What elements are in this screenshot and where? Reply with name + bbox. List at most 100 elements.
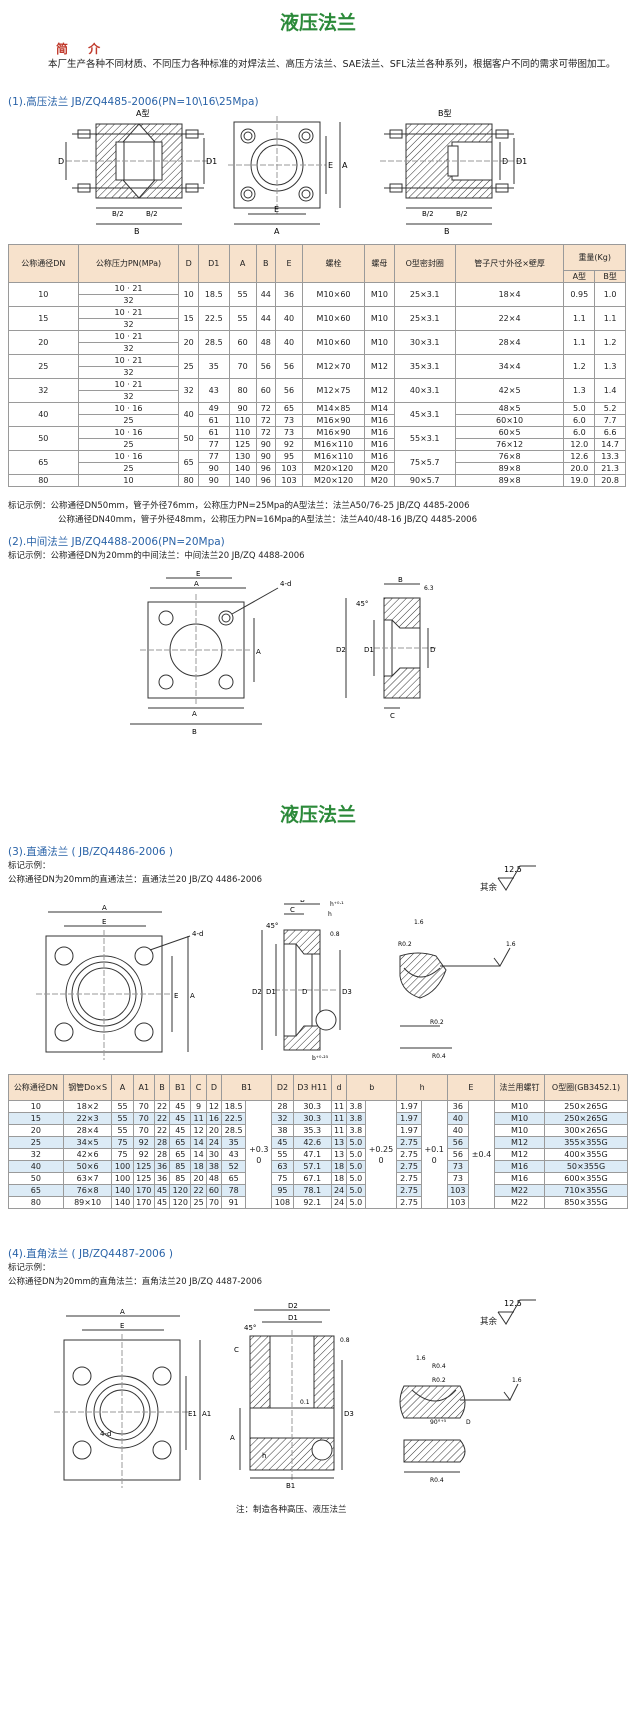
svg-text:C: C	[234, 1346, 239, 1354]
cell-e: 73	[275, 414, 303, 427]
cell-e: 92	[275, 438, 303, 451]
cell-d2: 28	[271, 1100, 294, 1113]
cell-dn: 10	[8, 282, 79, 307]
cell-e: 95	[275, 450, 303, 463]
cell-pipe: 22×3	[62, 1112, 113, 1125]
cell-d: 15	[178, 306, 199, 331]
cell-b: 44	[255, 282, 277, 307]
th-d: D	[178, 244, 199, 283]
front-view: E A E A	[228, 116, 348, 236]
cell-d: 80	[178, 474, 199, 487]
th2-dd: d	[330, 1074, 348, 1101]
cell-a: 80	[228, 378, 257, 403]
cell-b: 72	[255, 402, 277, 415]
cell-bolt: M10×60	[301, 282, 366, 307]
cell-d2: 95	[271, 1184, 294, 1197]
svg-text:B: B	[300, 900, 305, 904]
svg-text:D2: D2	[288, 1302, 298, 1310]
th-d1: D1	[197, 244, 230, 283]
section1-drawings: A型 D D1 B/2 B/2 B E A	[58, 109, 527, 236]
cell-a: 140	[228, 462, 257, 475]
cell-e: 40	[275, 306, 303, 331]
svg-text:4-d: 4-d	[192, 930, 203, 938]
cell-bolt: M12×70	[301, 354, 366, 379]
svg-text:B/2: B/2	[422, 210, 434, 218]
cell-a1: 70	[132, 1112, 155, 1125]
cell-dn: 32	[8, 1148, 64, 1161]
cell-dn: 50	[8, 426, 79, 451]
cell-oring: 250×265G	[544, 1112, 628, 1125]
cell-wa: 12.0	[563, 438, 596, 451]
svg-text:A: A	[256, 648, 261, 656]
svg-text:R0.4: R0.4	[432, 1053, 446, 1060]
cell-pipe: 63×7	[62, 1172, 113, 1185]
th-bolt: 螺栓	[301, 244, 366, 283]
th2-b1: B1	[169, 1074, 192, 1101]
cell-d2: 32	[271, 1112, 294, 1125]
cell-nut: M20	[364, 462, 395, 475]
cell-a: 140	[228, 474, 257, 487]
cell-nut: M12	[364, 354, 395, 379]
th2-b: B	[153, 1074, 171, 1101]
cell-wb: 21.3	[594, 462, 626, 475]
cell-wb: 5.2	[594, 402, 626, 415]
type-b-side-view: B型 D D1 B/2 B/2 B	[380, 109, 527, 236]
cell-b: 60	[255, 378, 277, 403]
cell-dn: 50	[8, 1172, 64, 1185]
svg-text:D1: D1	[206, 157, 217, 166]
cell-dn: 20	[8, 330, 79, 355]
cell-screw: M16	[494, 1160, 546, 1173]
cell-oring: 850×355G	[544, 1196, 628, 1209]
table1-wrap: 公称通径DN 公称压力PN(MPa) D D1 A B E 螺栓 螺母 O型密封…	[8, 244, 626, 487]
svg-text:E: E	[102, 918, 106, 926]
cell-dd: 18	[330, 1160, 348, 1173]
th2-screw: 法兰用螺钉	[494, 1074, 546, 1101]
cell-e: 73	[446, 1160, 469, 1173]
th-b: B	[255, 244, 277, 283]
cell-d3: 47.1	[292, 1148, 332, 1161]
middle-flange-section-view: B 6.3 45° D2 D1 D C	[336, 576, 436, 720]
cell-d: 65	[178, 450, 199, 475]
cell-d: 70	[205, 1196, 223, 1209]
cell-pn: 25	[77, 462, 180, 475]
cell-dn: 32	[8, 378, 79, 403]
cell-bb1: 18.5	[221, 1100, 247, 1113]
cell-wb: 6.6	[594, 426, 626, 439]
cell-wa: 19.0	[563, 474, 596, 487]
cell-nut: M16	[364, 414, 395, 427]
cell-b: 22	[153, 1100, 171, 1113]
cell-d1: 22.5	[197, 306, 230, 331]
svg-text:R0.2: R0.2	[398, 941, 412, 948]
svg-text:A: A	[342, 161, 348, 170]
cell-a: 100	[111, 1160, 134, 1173]
cell-wa: 1.3	[563, 378, 596, 403]
th2-oring: O型圈(GB3452.1)	[544, 1074, 628, 1101]
cell-wa: 1.1	[563, 306, 596, 331]
cell-screw: M10	[494, 1100, 546, 1113]
cell-oring: 25×3.1	[393, 306, 456, 331]
cell-pn: 32	[77, 342, 180, 355]
cell-h: 2.75	[396, 1172, 422, 1185]
cell-b1: 65	[169, 1148, 192, 1161]
cell-bolt: M16×110	[301, 438, 366, 451]
section4-title: (4).直角法兰 ( JB/ZQ4487-2006 )	[8, 1248, 173, 1260]
cell-pipe: 22×4	[454, 306, 565, 331]
svg-text:h: h	[262, 1452, 266, 1460]
th2-pipe: 钢管Do×S	[62, 1074, 113, 1101]
cell-pipe: 28×4	[454, 330, 565, 355]
cell-oring: 355×355G	[544, 1136, 628, 1149]
cell-dd: 13	[330, 1136, 348, 1149]
cell-dn: 15	[8, 1112, 64, 1125]
svg-text:12.5: 12.5	[504, 1299, 522, 1308]
cell-oring: 45×3.1	[393, 402, 456, 427]
section3-rest: 其余	[480, 883, 498, 893]
cell-d1: 28.5	[197, 330, 230, 355]
th2-a1: A1	[132, 1074, 155, 1101]
